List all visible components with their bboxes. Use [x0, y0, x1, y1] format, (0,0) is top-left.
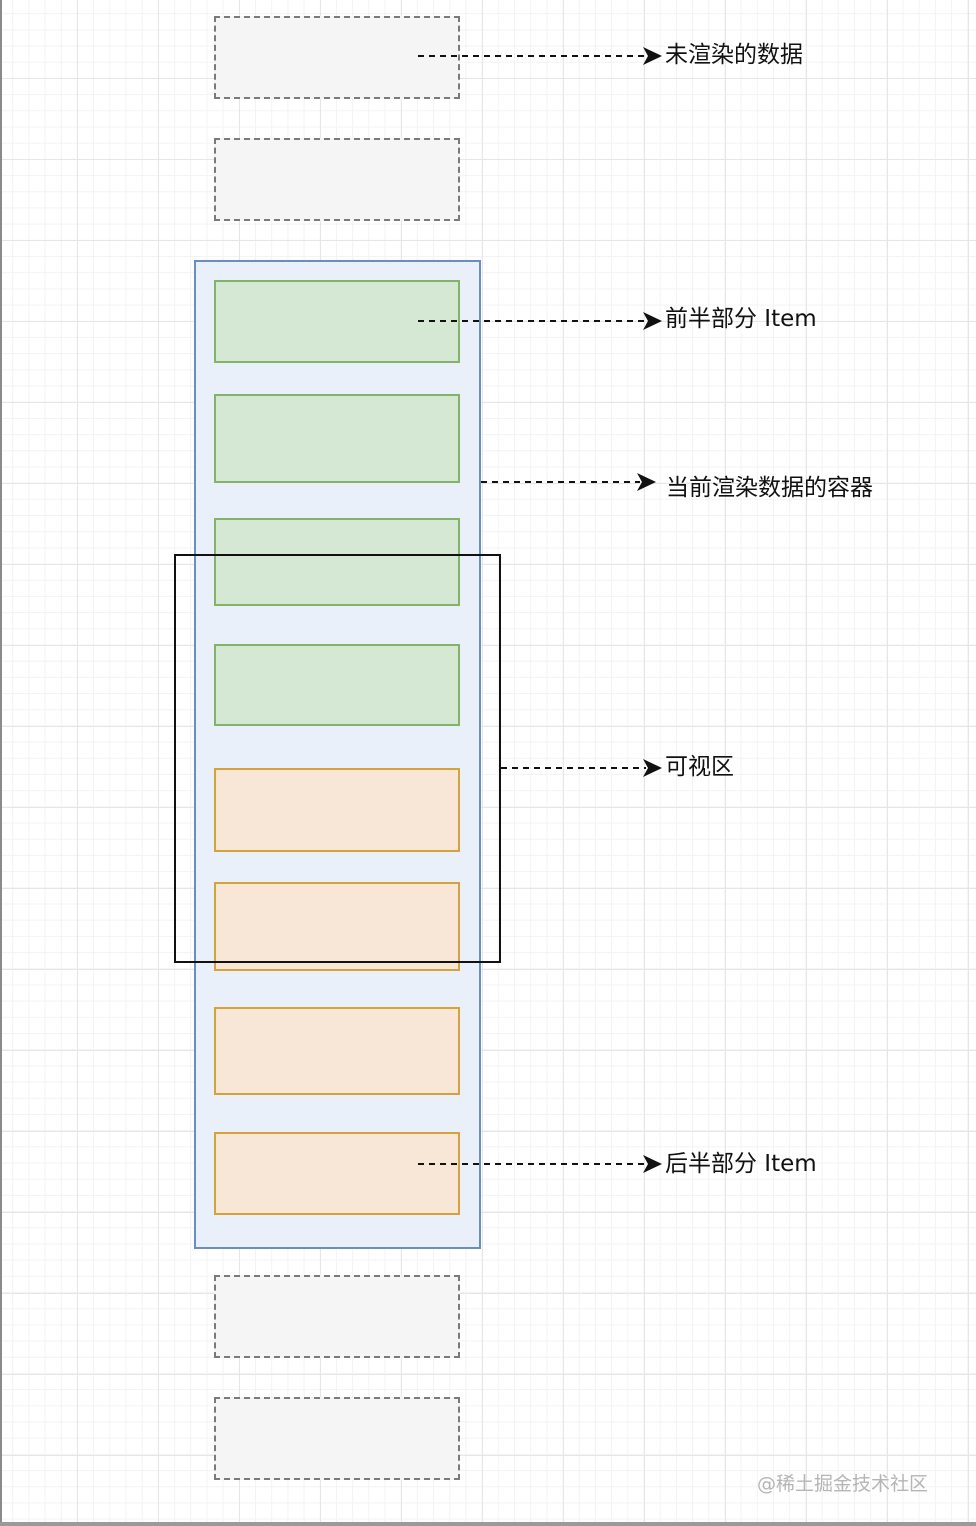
unrendered-item-top-1 [214, 16, 460, 99]
label-front-half-item: 前半部分 Item [665, 306, 817, 332]
viewport-frame [174, 554, 501, 963]
arrowhead-container [637, 473, 656, 491]
front-item-3 [214, 518, 460, 606]
canvas-left-edge [0, 0, 2, 1526]
back-item-1 [214, 768, 460, 852]
arrowhead-front-half [643, 312, 662, 330]
arrowhead-viewport [643, 759, 662, 777]
back-item-3 [214, 1007, 460, 1095]
label-unrendered-data: 未渲染的数据 [665, 42, 803, 68]
unrendered-item-bottom-1 [214, 1275, 460, 1358]
back-item-2 [214, 882, 460, 971]
arrowhead-back-half [643, 1155, 662, 1173]
front-item-4 [214, 644, 460, 726]
back-item-4 [214, 1132, 460, 1215]
watermark-text: @稀土掘金技术社区 [757, 1473, 929, 1495]
arrowhead-unrendered [643, 47, 662, 65]
label-back-half-item: 后半部分 Item [665, 1151, 817, 1177]
label-render-container: 当前渲染数据的容器 [666, 475, 873, 501]
canvas-bottom-edge [0, 1522, 976, 1526]
label-viewport: 可视区 [665, 754, 734, 780]
front-item-2 [214, 394, 460, 483]
unrendered-item-bottom-2 [214, 1397, 460, 1480]
unrendered-item-top-2 [214, 138, 460, 221]
